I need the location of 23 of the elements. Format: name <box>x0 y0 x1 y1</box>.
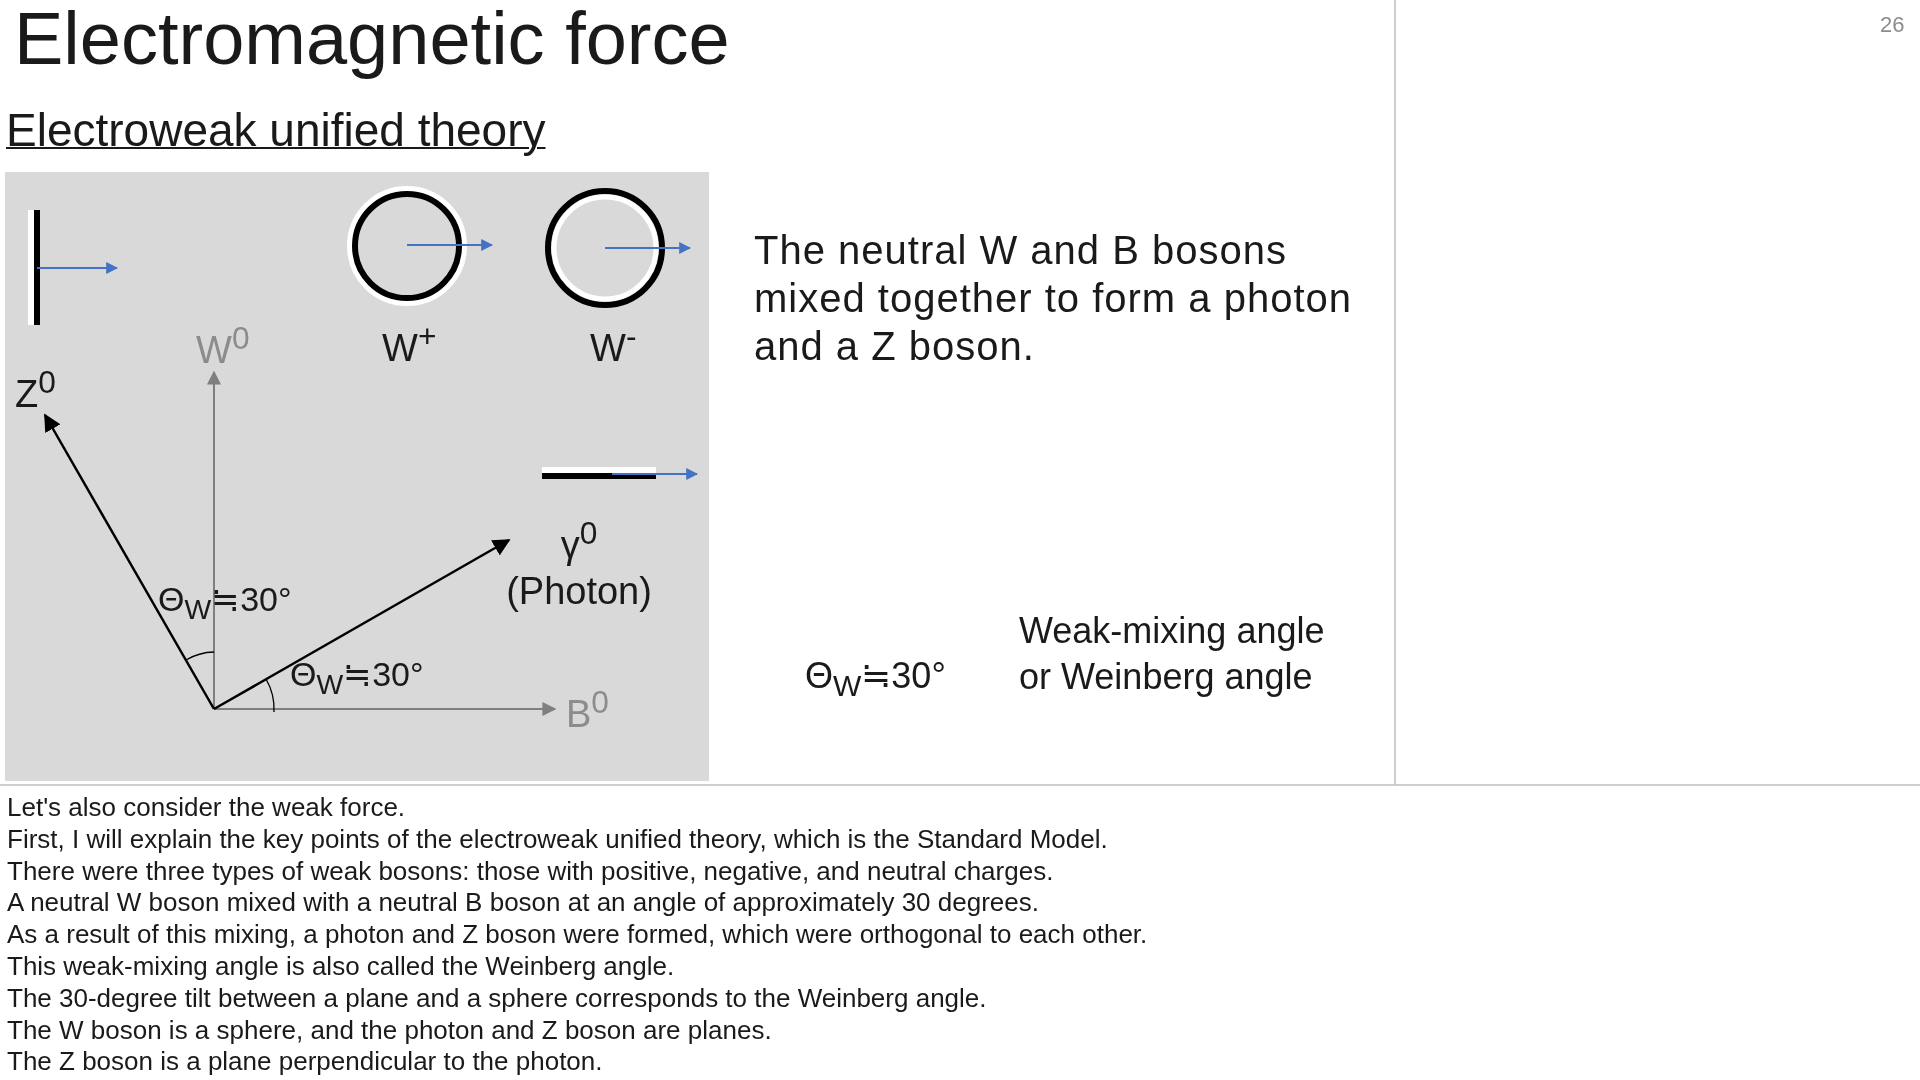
note-text: The 30-degree tilt between a plane and a sphere corresponds to the Weinberg angle. <box>7 982 987 1014</box>
note-text: This weak-mixing angle is also called the Weinberg angle. <box>7 951 675 982</box>
note-text: Let's also consider the weak force. <box>7 792 406 823</box>
vector-label: B$^{0}$ <box>566 684 609 737</box>
note-text: As a result of this mixing, a photon and Z boson were formed, which were orthogonal to each other. <box>7 919 1148 951</box>
sphere-label: W$^{-}$ <box>590 318 637 371</box>
angle-label: Θ$_{W}$≒30° <box>805 655 946 704</box>
slide-title: Electromagnetic force <box>14 0 730 82</box>
note-text: There were three types of weak bosons: those with positive, negative, and neutral charges. <box>7 855 1054 887</box>
description-text: The neutral W and B bosons mixed together to form a photon and a Z boson. <box>754 227 1353 370</box>
definition-text: Weak-mixing angle or Weinberg angle <box>1019 609 1326 699</box>
note-text: A neutral W boson mixed with a neutral B boson at an angle of approximately 30 degrees. <box>7 887 1039 919</box>
page-number: 26 <box>1880 12 1905 38</box>
angle-label: Θ$_{W}$≒30° <box>158 580 292 626</box>
note-text: The Z boson is a plane perpendicular to the photon. <box>7 1046 603 1078</box>
sphere-label: W$^{+}$ <box>382 318 437 371</box>
vector-label: γ$^{0}$ (Photon) <box>505 514 653 614</box>
angle-label: Θ$_{W}$≒30° <box>290 655 424 701</box>
note-text: The W boson is a sphere, and the photon and Z boson are planes. <box>7 1014 772 1046</box>
subtitle: Electroweak unified theory <box>6 104 546 157</box>
note-text: First, I will explain the key points of the electroweak unified theory, which is the Standard Model. <box>7 823 1108 855</box>
vector-label: W$^{0}$ <box>196 320 250 373</box>
vector-label: Z$^{0}$ <box>15 364 56 417</box>
